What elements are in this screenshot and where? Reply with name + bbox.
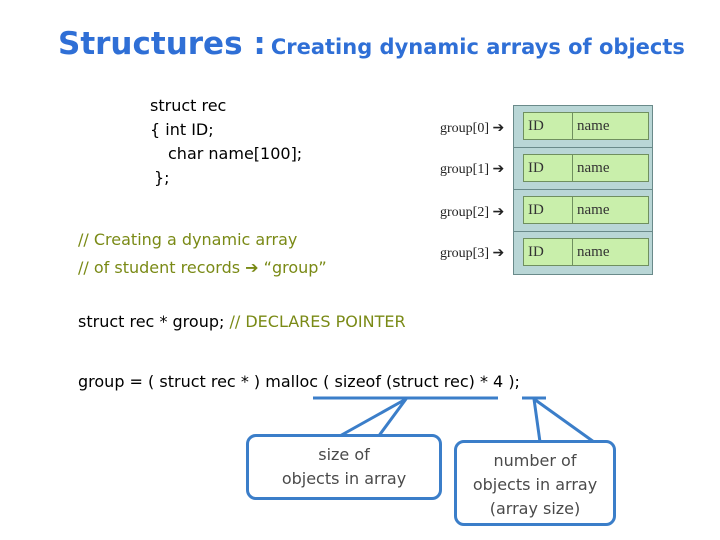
array-arrow-3-icon: ➔ [492,246,505,261]
slide-title: Structures : Creating dynamic arrays of … [58,26,685,62]
array-diagram: ID name ID name ID name ID name [513,105,653,275]
comment-arrow-icon: ➔ [245,258,259,277]
callout-size-of-objects: size of objects in array [246,434,442,500]
struct-line-4: }; [154,168,170,187]
declaration-comment: // DECLARES POINTER [229,312,406,331]
array-cell-id: ID [523,154,575,182]
array-cell-name: name [572,112,649,140]
array-row-1: ID name [514,148,652,190]
array-label-0: group[0] ➔ [440,120,504,137]
struct-line-1: struct rec [150,96,227,115]
array-cell-id: ID [523,238,575,266]
callout-left-line-2: objects in array [281,469,407,488]
array-label-1: group[1] ➔ [440,161,504,178]
struct-line-2: { int ID; [150,120,214,139]
array-arrow-1-icon: ➔ [492,162,505,177]
array-cell-id: ID [523,112,575,140]
callout-right-line-2: objects in array [472,475,598,494]
array-label-0-text: group[0] [440,121,489,136]
title-sub: Creating dynamic arrays of objects [270,35,685,59]
array-arrow-0-icon: ➔ [492,121,505,136]
comment-line-2: // of student records ➔ “group” [78,254,327,282]
callout-right-line-1: number of [493,451,577,470]
dynamic-array-comment: // Creating a dynamic array // of studen… [78,226,327,282]
array-arrow-2-icon: ➔ [492,205,505,220]
array-label-2: group[2] ➔ [440,204,504,221]
title-main: Structures : [58,26,266,62]
struct-line-3: char name[100]; [168,144,303,163]
array-label-2-text: group[2] [440,205,489,220]
right-callout-pointer [532,397,596,444]
declaration-code: struct rec * group; [78,312,225,331]
array-label-1-text: group[1] [440,162,489,177]
struct-definition: struct rec { int ID; char name[100]; }; [150,94,302,190]
array-row-0: ID name [514,106,652,148]
comment-line-2-suffix: “group” [263,258,327,277]
array-cell-name: name [572,196,649,224]
callout-array-size: number of objects in array (array size) [454,440,616,526]
comment-line-2-prefix: // of student records [78,258,241,277]
comment-line-1: // Creating a dynamic array [78,230,298,249]
array-row-2: ID name [514,190,652,232]
array-label-3-text: group[3] [440,246,489,261]
array-row-3: ID name [514,232,652,274]
array-cell-name: name [572,238,649,266]
malloc-line: group = ( struct rec * ) malloc ( sizeof… [78,372,520,391]
array-label-3: group[3] ➔ [440,245,504,262]
left-callout-pointer [336,397,408,439]
pointer-declaration: struct rec * group; // DECLARES POINTER [78,310,406,334]
array-cell-name: name [572,154,649,182]
callout-right-line-3: (array size) [489,499,581,518]
callout-left-line-1: size of [318,445,370,464]
